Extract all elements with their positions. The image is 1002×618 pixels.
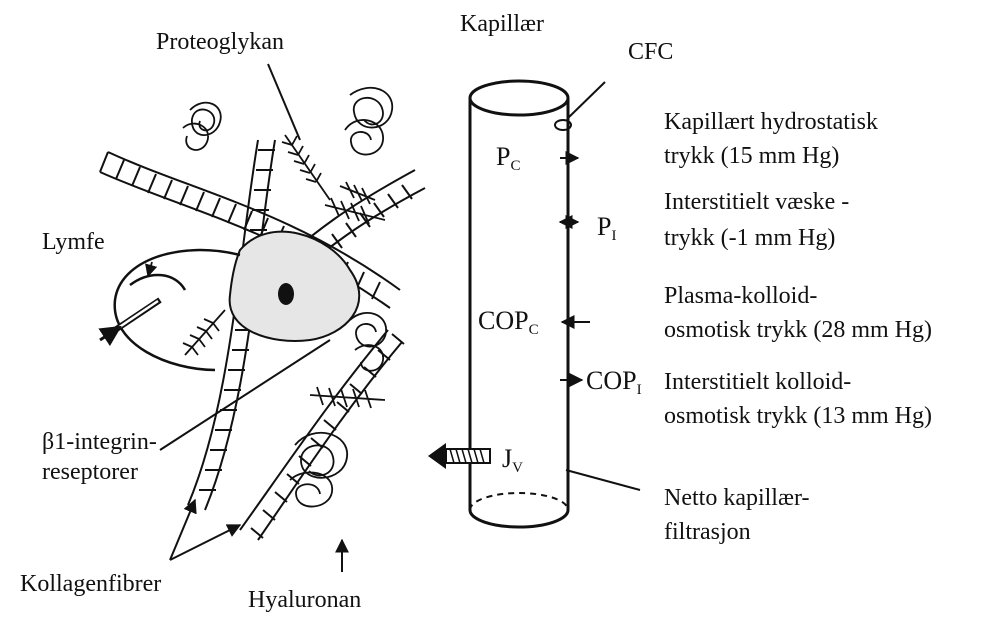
label-net-filtration-line2: filtrasjon <box>664 518 751 547</box>
label-proteoglykan: Proteoglykan <box>156 28 284 57</box>
symbol-pi: PI <box>597 212 616 242</box>
label-net-filtration-line1: Netto kapillær- <box>664 484 810 513</box>
label-integrin-line1: β1-integrin- <box>42 428 157 457</box>
pressure-arrows <box>560 158 640 490</box>
label-int-fluid-line1: Interstitielt væske - <box>664 188 849 217</box>
symbol-pc: PC <box>496 142 520 172</box>
label-int-fluid-line2: trykk (-1 mm Hg) <box>664 224 835 253</box>
jv-arrow <box>428 443 490 469</box>
label-plasma-colloid-line1: Plasma-kolloid- <box>664 282 817 311</box>
symbol-copc: COPC <box>478 306 539 336</box>
label-hyaluronan: Hyaluronan <box>248 586 361 615</box>
label-int-colloid-line1: Interstitielt kolloid- <box>664 368 851 397</box>
label-integrin-line2: reseptorer <box>42 458 138 487</box>
label-plasma-colloid-line2: osmotisk trykk (28 mm Hg) <box>664 316 932 345</box>
lymph-vessel <box>100 250 240 370</box>
label-cfc: CFC <box>628 38 673 67</box>
label-lymfe: Lymfe <box>42 228 105 257</box>
label-kapillaer: Kapillær <box>460 10 544 39</box>
cell <box>230 232 360 341</box>
collagen-fibres <box>100 140 425 540</box>
label-int-colloid-line2: osmotisk trykk (13 mm Hg) <box>664 402 932 431</box>
label-hydrostatic-line1: Kapillært hydrostatisk <box>664 108 878 137</box>
label-hydrostatic-line2: trykk (15 mm Hg) <box>664 142 839 171</box>
label-kollagenfibrer: Kollagenfibrer <box>20 570 161 599</box>
symbol-jv: JV <box>502 444 523 474</box>
symbol-copi: COPI <box>586 366 642 396</box>
